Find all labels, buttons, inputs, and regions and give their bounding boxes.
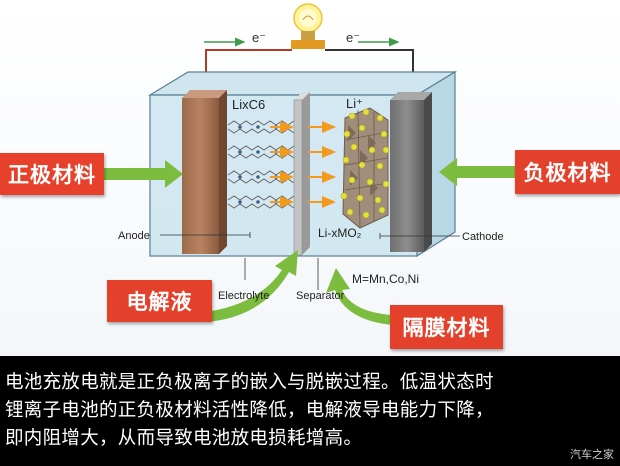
li-ion-arrows [270,121,336,208]
label-leader-lines [160,232,460,290]
anode-material-tag: 负极材料 [515,150,620,194]
metal-formula-label: M=Mn,Co,Ni [352,272,419,286]
lixc6-label: LixC6 [232,97,265,112]
cathode-label: Cathode [462,231,504,243]
separator-label: Separator [296,290,345,302]
anode-plate [182,90,227,254]
anode-label: Anode [118,230,150,242]
watermark: 汽车之家 [570,448,614,461]
tag-pointer-arrows [104,158,515,325]
caption-line-1: 电池充放电就是正负极离子的嵌入与脱嵌过程。低温状态时 [5,372,494,393]
lithium-ion-dots [340,108,390,219]
electron-label-left: e⁻ [252,30,266,45]
cathode-material-tag: 正极材料 [0,153,104,195]
li-plus-label: Li⁺ [346,96,363,111]
cathode-plate [390,92,432,252]
light-bulb-icon [291,3,325,49]
caption-line-3: 即内阻增大，从而导致电池放电损耗增高。 [5,428,363,449]
electrolyte-tag: 电解液 [107,280,212,322]
caption-line-2: 锂离子电池的正负极材料活性降低，电解液导电能力下降， [5,400,494,421]
separator-material-tag: 隔膜材料 [390,305,503,349]
li-xmo2-label: Li-xMO₂ [318,226,362,240]
separator-membrane [293,92,310,256]
caption-background [0,356,620,466]
electrolyte-label: Electrolyte [218,290,269,302]
electron-label-right: e⁻ [346,30,360,45]
